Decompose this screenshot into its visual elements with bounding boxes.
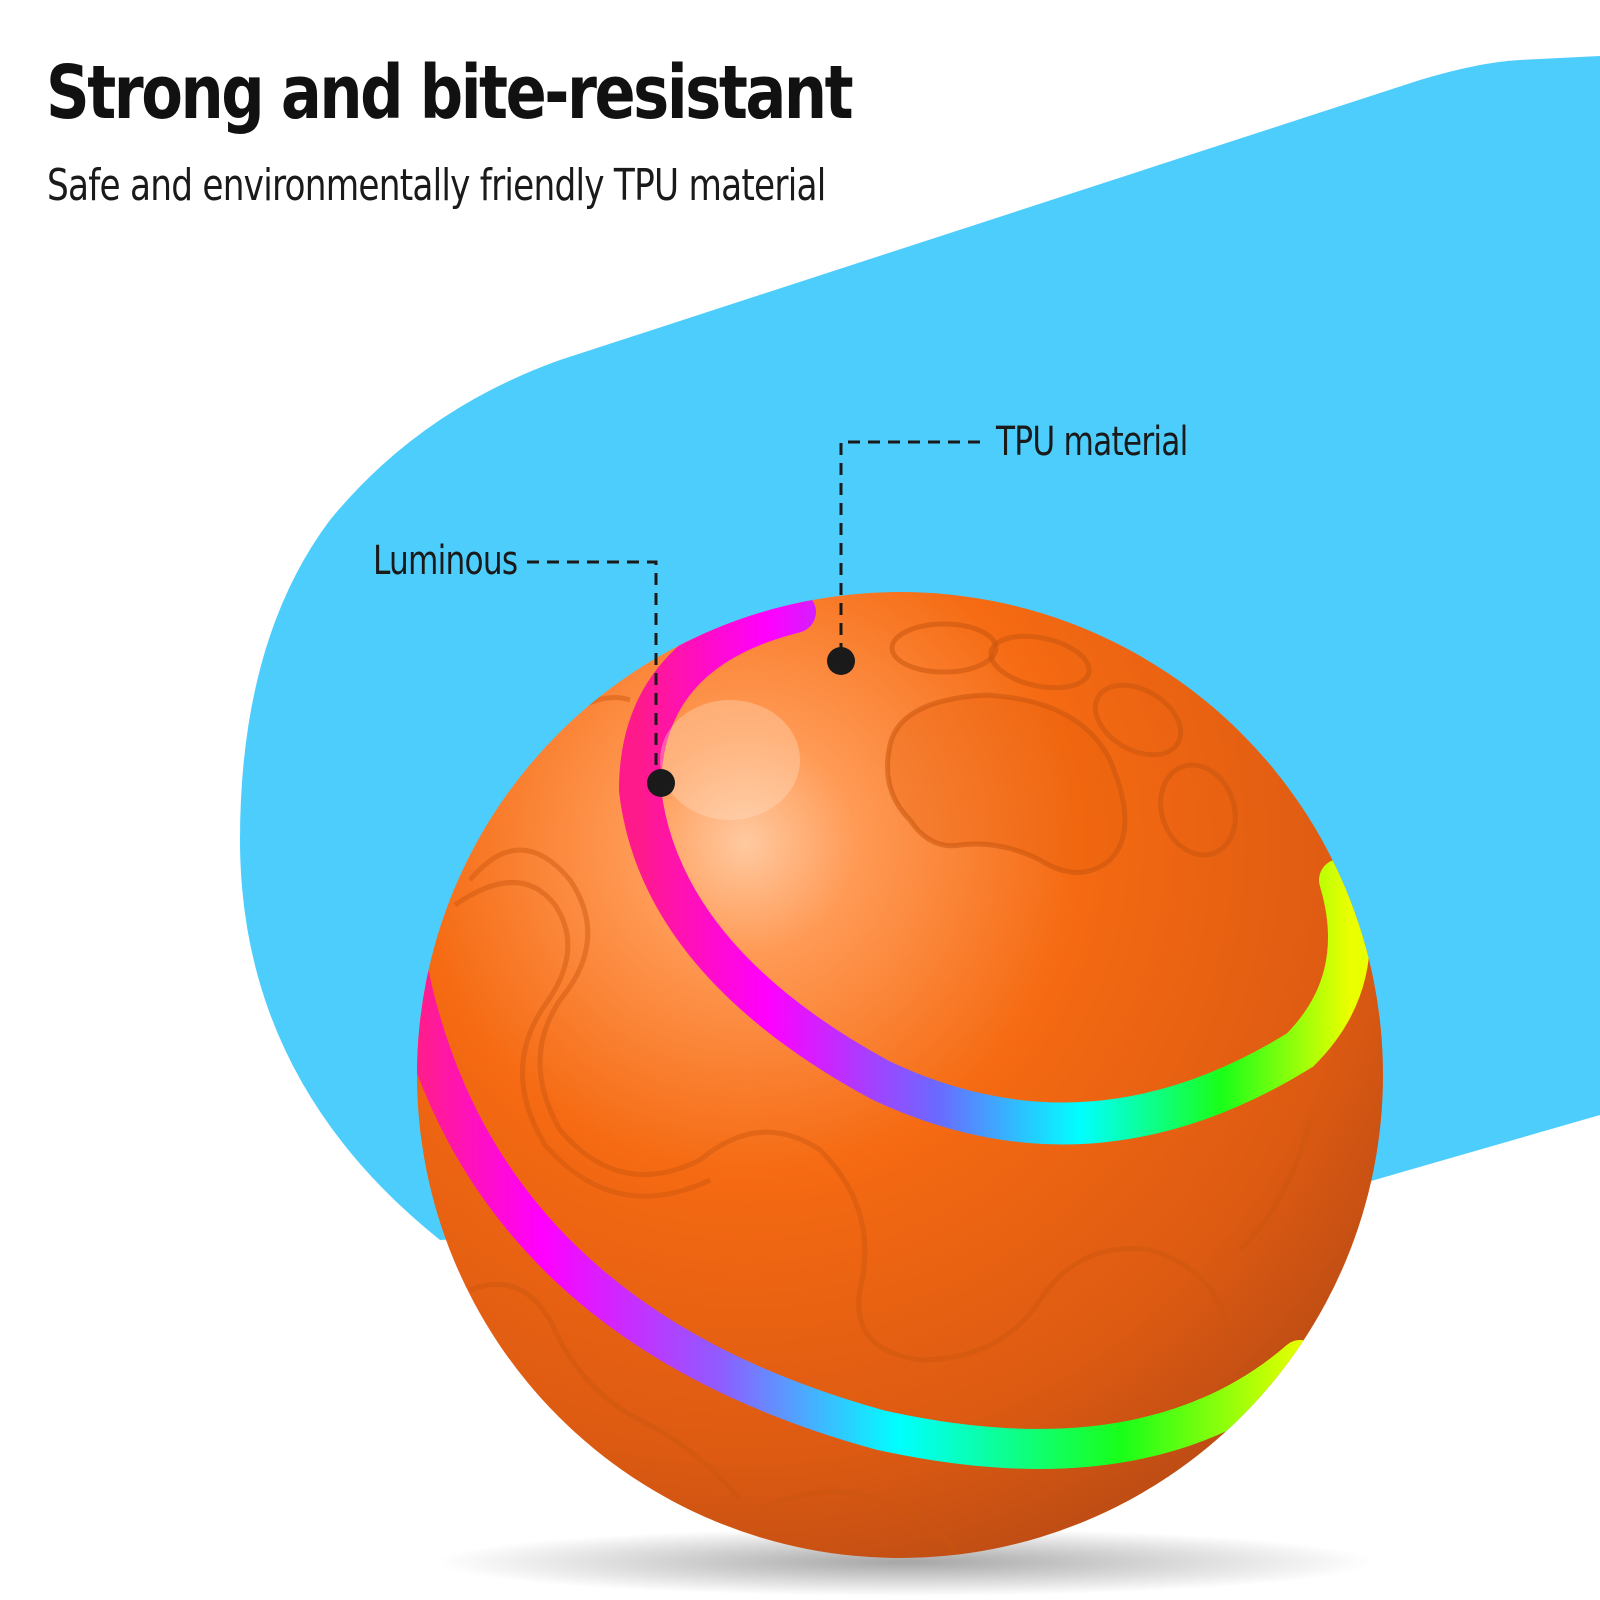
lower-light-ring (417, 950, 1320, 1469)
luminous-label: Luminous (373, 538, 518, 584)
tpu-callout-leader (839, 440, 980, 660)
luminous-callout-dot (647, 769, 675, 797)
upper-light-ring (618, 592, 1370, 1145)
tpu-callout-dot (827, 647, 855, 675)
tpu-material-label: TPU material (996, 419, 1188, 465)
ball-shadow (435, 1528, 1375, 1596)
luminous-callout-leader (527, 560, 658, 782)
ball-highlight (660, 700, 800, 820)
subheadline: Safe and environmentally friendly TPU ma… (47, 160, 826, 211)
ball (417, 592, 1383, 1558)
paw-print (885, 621, 1238, 875)
wave-pattern (453, 695, 1313, 1558)
headline: Strong and bite-resistant (46, 50, 854, 136)
